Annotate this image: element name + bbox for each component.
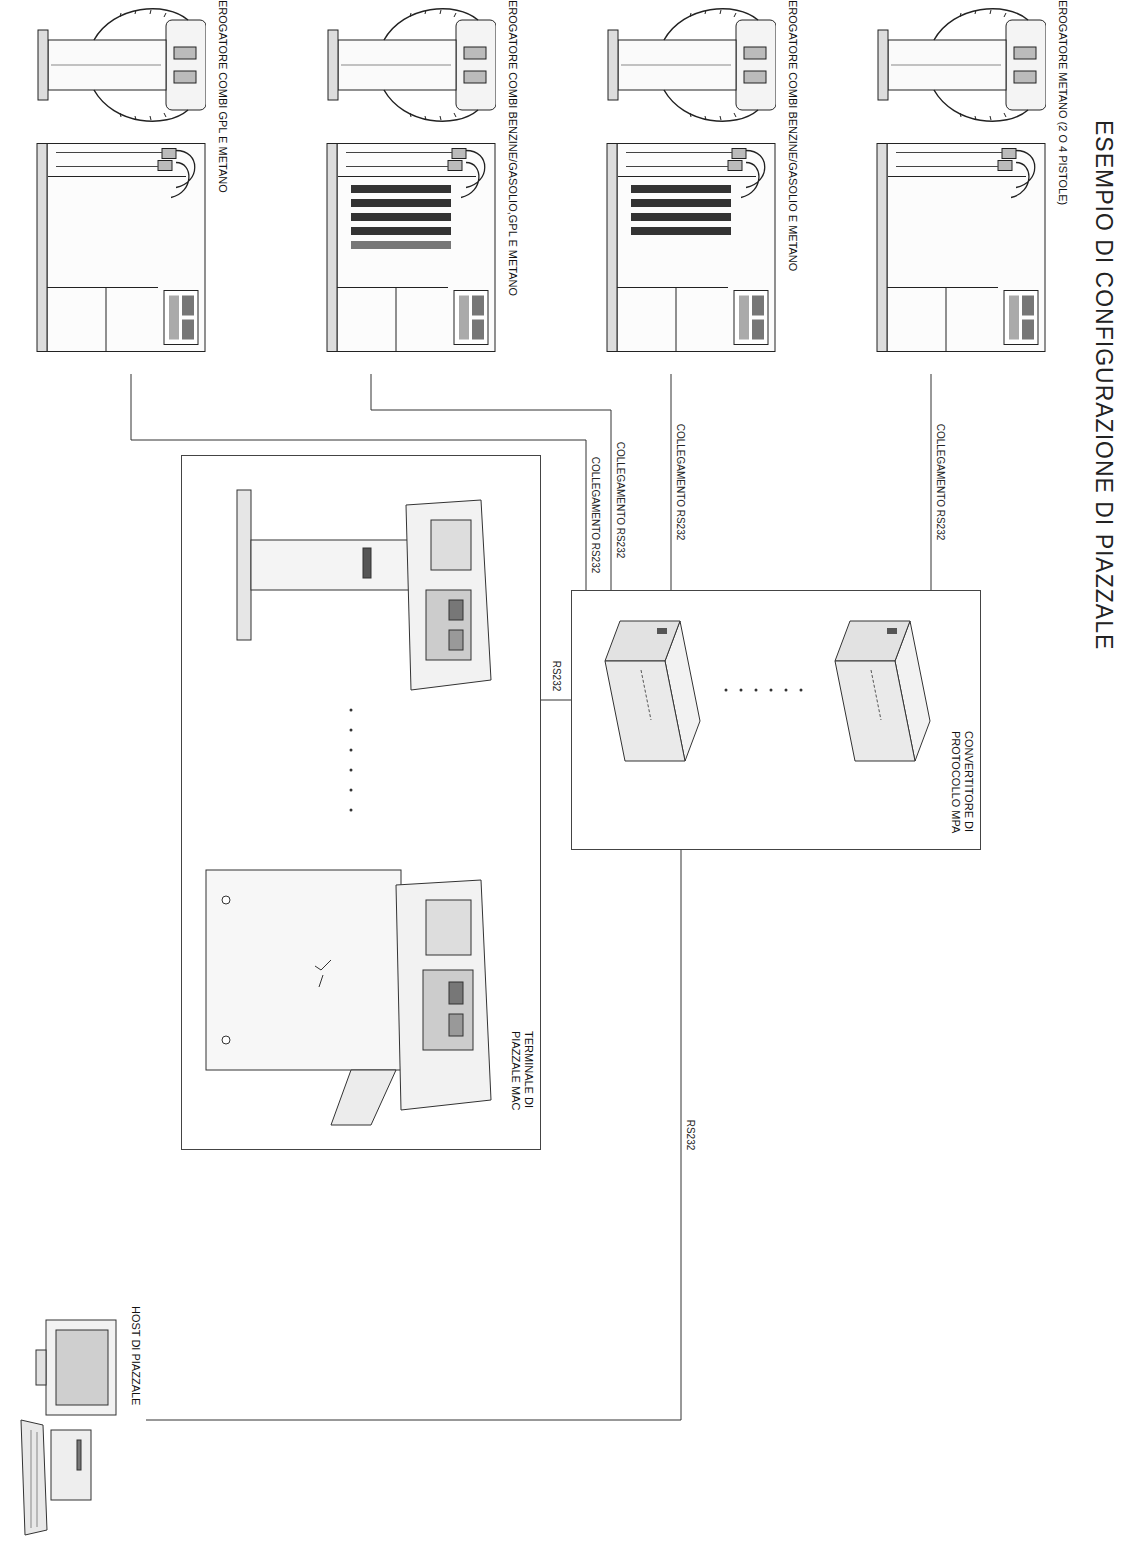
kiosk-terminal [251,540,411,590]
host-computer [36,1350,46,1385]
rs232-link [146,850,681,1420]
kiosk-terminal [222,896,230,904]
dispenser-drawing [38,9,206,122]
fuel-hose [631,227,731,235]
group-box: CONVERTITORE DI PROTOCOLLO MPA [571,590,981,850]
dispenser-drawing [877,144,1045,352]
host-computer [46,1320,116,1415]
node-label: CONVERTITORE DI PROTOCOLLO MPA [949,731,975,843]
rs232-link [371,374,611,590]
dispenser-drawing [608,9,776,122]
host-computer [21,1320,116,1535]
node-label: EROGATORE COMBI BENZINE/GASOLIO,GPL E ME… [504,0,521,374]
converter-device [785,689,788,692]
converter-device [755,689,758,692]
fuel-hose [631,185,731,193]
link-label: COLLEGAMENTO RS232 [589,455,601,576]
host-computer [31,1430,37,1528]
converter-device [725,689,728,692]
kiosk-terminal [206,870,401,1070]
host-computer [77,1440,81,1470]
link-label: COLLEGAMENTO RS232 [614,440,626,561]
dispenser-drawing [328,9,496,122]
link-label: RS232 [550,659,562,694]
group-box: TERMINALE DI PIAZZALE MAC [181,455,541,1150]
kiosk-terminal [350,729,353,732]
fuel-hose [351,185,451,193]
kiosk-terminal [350,749,353,752]
dispenser-drawing [607,144,775,352]
fuel-hose [631,213,731,221]
kiosk-terminal [315,960,331,987]
converter-device [800,689,803,692]
kiosk-terminal [350,709,353,712]
kiosk-terminal [396,880,491,1110]
dispenser-drawing [327,144,495,352]
dispenser-drawing [37,9,1046,352]
kiosk-terminal [350,769,353,772]
converter-device [605,621,930,761]
kiosk-terminal [350,789,353,792]
kiosk-terminal [426,900,471,955]
kiosk-terminal [350,809,353,812]
converter-device [835,621,930,761]
kiosk-terminal [449,630,463,650]
rs232-link [931,374,932,590]
kiosk-terminal [426,590,471,660]
kiosk-terminal [237,490,251,640]
fuel-hose [631,199,731,207]
kiosk-terminal [449,982,463,1004]
fuel-hose [351,213,451,221]
node-label: TERMINALE DI PIAZZALE MAC [509,1031,535,1143]
converter-device [770,689,773,692]
kiosk-terminal [449,600,463,620]
kiosk-terminal [363,548,371,578]
converter-device [725,689,803,692]
converter-device [605,621,700,761]
rs232-link [671,374,672,590]
dispenser-drawing [878,9,1046,122]
fuel-hose [351,241,451,249]
converter-device [740,689,743,692]
host-computer [51,1430,91,1500]
kiosk-terminal [406,500,491,690]
rs232-link [541,700,571,701]
host-computer [56,1330,108,1405]
node-label: EROGATORE COMBI BENZINE/GASOLIO E METANO [784,0,801,374]
fuel-hose [351,227,451,235]
kiosk-terminal [449,1014,463,1036]
node-label: HOST DI PIAZZALE [125,1300,146,1554]
link-label: COLLEGAMENTO RS232 [674,422,686,543]
link-label: COLLEGAMENTO RS232 [934,422,946,543]
equipment-node: EROGATORE COMBI GPL E METANO [31,0,231,374]
fuel-hose [351,185,731,249]
kiosk-terminal [431,520,471,570]
fuel-hose [351,199,451,207]
node-label: EROGATORE METANO (2 O 4 PISTOLE) [1054,0,1071,374]
kiosk-terminal [423,970,473,1050]
kiosk-terminal [222,1036,230,1044]
host-computer [21,1420,47,1535]
rs232-link [131,374,586,590]
link-label: RS232 [684,1118,696,1153]
kiosk-terminal [350,709,353,812]
equipment-node: EROGATORE COMBI BENZINE/GASOLIO E METANO [601,0,801,374]
node-label: EROGATORE COMBI GPL E METANO [214,0,231,374]
equipment-node: EROGATORE COMBI BENZINE/GASOLIO,GPL E ME… [321,0,521,374]
equipment-node: HOST DI PIAZZALE [16,1300,146,1554]
diagram-title: ESEMPIO DI CONFIGURAZIONE DI PIAZZALE [1090,120,1117,650]
equipment-node: EROGATORE METANO (2 O 4 PISTOLE) [871,0,1071,374]
kiosk-terminal [206,490,491,1125]
dispenser-drawing [37,144,205,352]
kiosk-terminal [331,1070,396,1125]
